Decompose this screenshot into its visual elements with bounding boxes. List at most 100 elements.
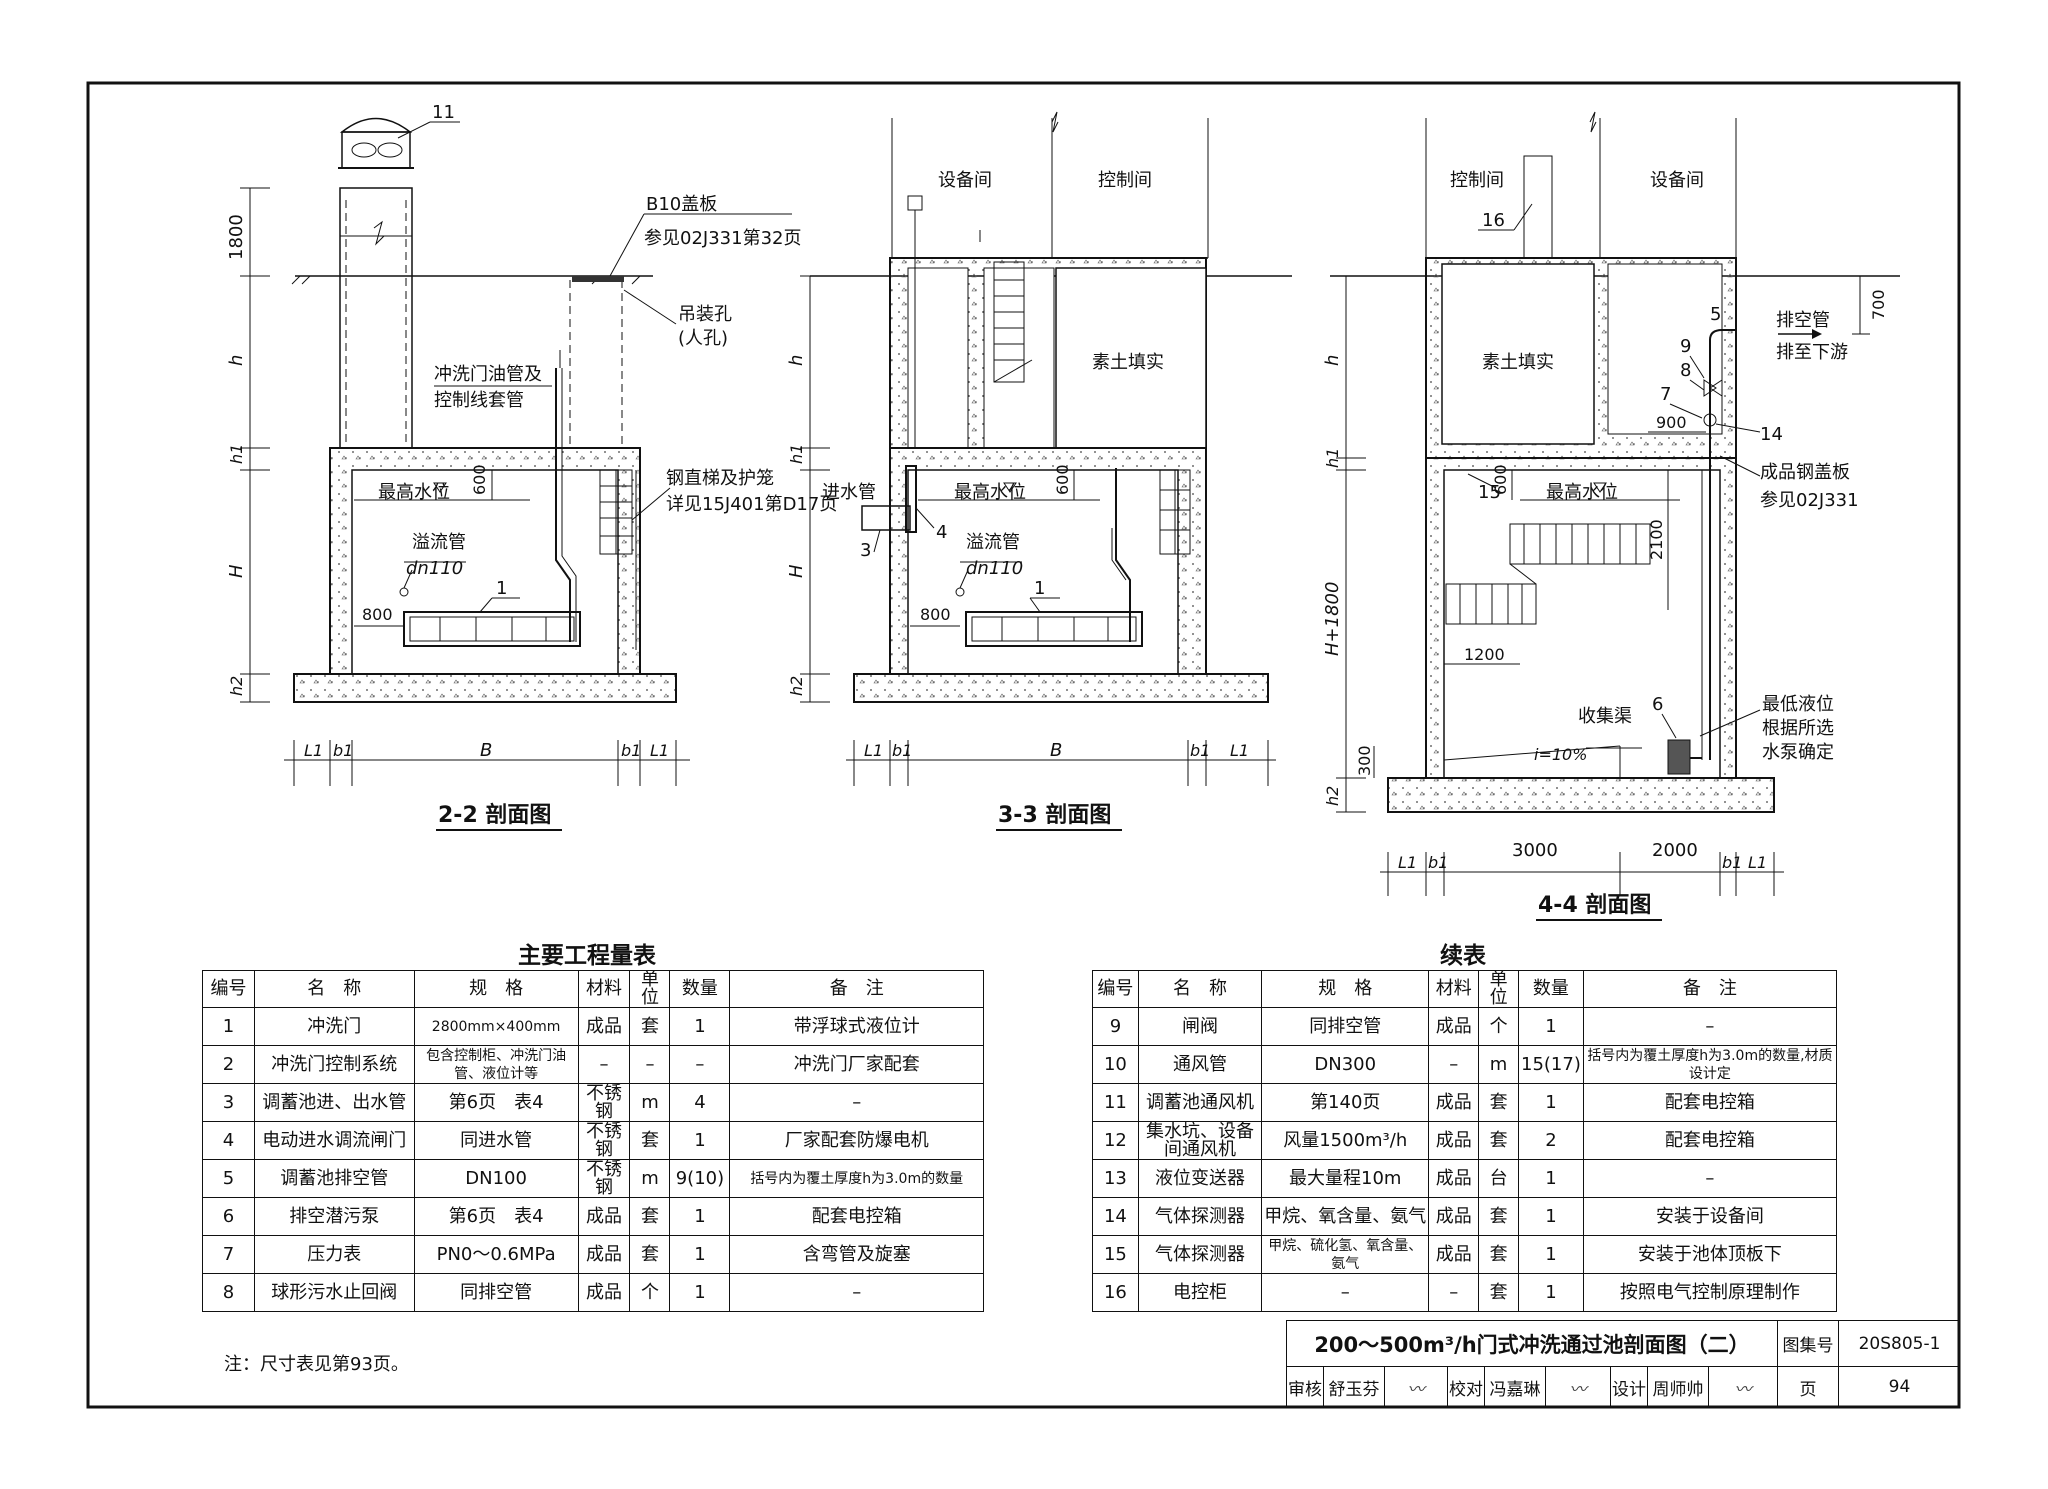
svg-text:14: 14 [1760,424,1783,445]
label-equipment-room-44: 设备间 [1650,170,1704,191]
svg-text:最高水位: 最高水位 [1546,482,1618,503]
svg-text:b1: b1 [1722,853,1742,872]
table-cell: 压力表 [253,1235,415,1274]
label-soil-fill: 素土填实 [1092,352,1164,373]
svg-text:h2: h2 [227,676,246,696]
svg-text:b1: b1 [892,741,912,760]
svg-text:h: h [786,355,807,366]
table-cell: m [1478,1045,1519,1084]
svg-text:L1: L1 [1748,853,1767,872]
table-header-cell: 材料 [1428,970,1480,1008]
table-cell: 成品 [577,1273,631,1312]
svg-text:详见15J401第D17页: 详见15J401第D17页 [666,494,837,515]
table-cell: 套 [629,1007,671,1046]
table-cell: 2 [1518,1121,1584,1160]
svg-text:2000: 2000 [1652,840,1698,861]
svg-text:3000: 3000 [1512,840,1558,861]
svg-text:素土填实: 素土填实 [1482,352,1554,373]
svg-text:h1: h1 [1323,448,1342,468]
table-cell: 成品 [1428,1159,1480,1198]
table-header-cell: 单位 [1478,970,1519,1008]
label-cover: B10盖板 [646,194,717,215]
table-cell: 气体探测器 [1137,1235,1263,1274]
table-header-cell: 规 格 [413,970,579,1008]
svg-text:b1: b1 [1190,741,1210,760]
label-control-room: 控制间 [1098,170,1152,191]
table-cell: 不锈钢 [577,1083,631,1122]
svg-text:15: 15 [1478,482,1501,503]
label-oil-pipe: 冲洗门油管及 [434,364,542,385]
designer-signature: 〰 [1709,1367,1778,1407]
table-header-cell: 规 格 [1261,970,1430,1008]
svg-text:L1: L1 [304,741,323,760]
table-cell: 套 [1478,1235,1519,1274]
table-cell: 套 [629,1121,671,1160]
table-cell: DN100 [413,1159,579,1198]
label-hoist: 吊装孔 [678,304,732,325]
table-cell: 13 [1092,1159,1139,1198]
table-cell: 不锈钢 [577,1121,631,1160]
svg-text:dn110: dn110 [406,558,463,579]
svg-text:h1: h1 [787,444,806,464]
table-cell: 1 [1518,1235,1584,1274]
table-cell: 球形污水止回阀 [253,1273,415,1312]
svg-text:700: 700 [1869,289,1888,320]
table-header-cell: 编号 [202,970,255,1008]
table-cell: 括号内为覆土厚度h为3.0m的数量 [729,1159,984,1198]
table-cell: 1 [1518,1159,1584,1198]
table-cell: 套 [629,1197,671,1236]
table-cell: 带浮球式液位计 [729,1007,984,1046]
table-cell: m [629,1159,671,1198]
table-cell: 括号内为覆土厚度h为3.0m的数量,材质设计定 [1582,1045,1838,1084]
table-cell: 成品 [1428,1197,1480,1236]
table-cell: – [629,1045,671,1084]
table-cell: 液位变送器 [1137,1159,1263,1198]
table-cell: 1 [669,1197,731,1236]
table-cell: 1 [669,1121,731,1160]
svg-text:水泵确定: 水泵确定 [1762,742,1834,763]
table-cell: 通风管 [1137,1045,1263,1084]
table-cell: DN300 [1261,1045,1430,1084]
table-cell: 1 [1518,1197,1584,1236]
table-cell: 厂家配套防爆电机 [729,1121,984,1160]
label-inlet: 进水管 [822,482,876,503]
table-cell: 甲烷、氧含量、氨气 [1261,1197,1430,1236]
table-header-cell: 材料 [577,970,631,1008]
svg-text:溢流管: 溢流管 [966,532,1020,553]
table-header-cell: 备 注 [1582,970,1838,1008]
svg-text:参见02J331第32页: 参见02J331第32页 [644,228,801,249]
table-cell: – [577,1045,631,1084]
table-cell: 气体探测器 [1137,1197,1263,1236]
label-control-room-44: 控制间 [1450,170,1504,191]
title-section-3-3: 3-3 剖面图 [998,802,1111,828]
table1-title: 主要工程量表 [518,943,656,969]
svg-text:H: H [786,564,807,578]
table-cell: 配套电控箱 [1582,1121,1838,1160]
svg-text:h2: h2 [1323,786,1342,806]
svg-text:H: H [226,564,247,578]
table-cell: – [729,1083,984,1122]
table-cell: 10 [1092,1045,1139,1084]
svg-text:3: 3 [860,540,871,561]
table-cell: 冲洗门厂家配套 [729,1045,984,1084]
table-cell: 成品 [1428,1007,1480,1046]
table-cell: – [1428,1045,1480,1084]
table-cell: 配套电控箱 [1582,1083,1838,1122]
table-cell: – [669,1045,731,1084]
svg-text:b1: b1 [621,741,641,760]
svg-text:i=10%: i=10% [1534,745,1587,764]
table-cell: 第6页 表4 [413,1197,579,1236]
table-cell: 成品 [577,1007,631,1046]
section-4-4: 控制间 设备间 16 素土填实 6 收集渠 [1322,111,1900,921]
svg-text:4: 4 [936,522,947,543]
table-cell: 1 [1518,1007,1584,1046]
